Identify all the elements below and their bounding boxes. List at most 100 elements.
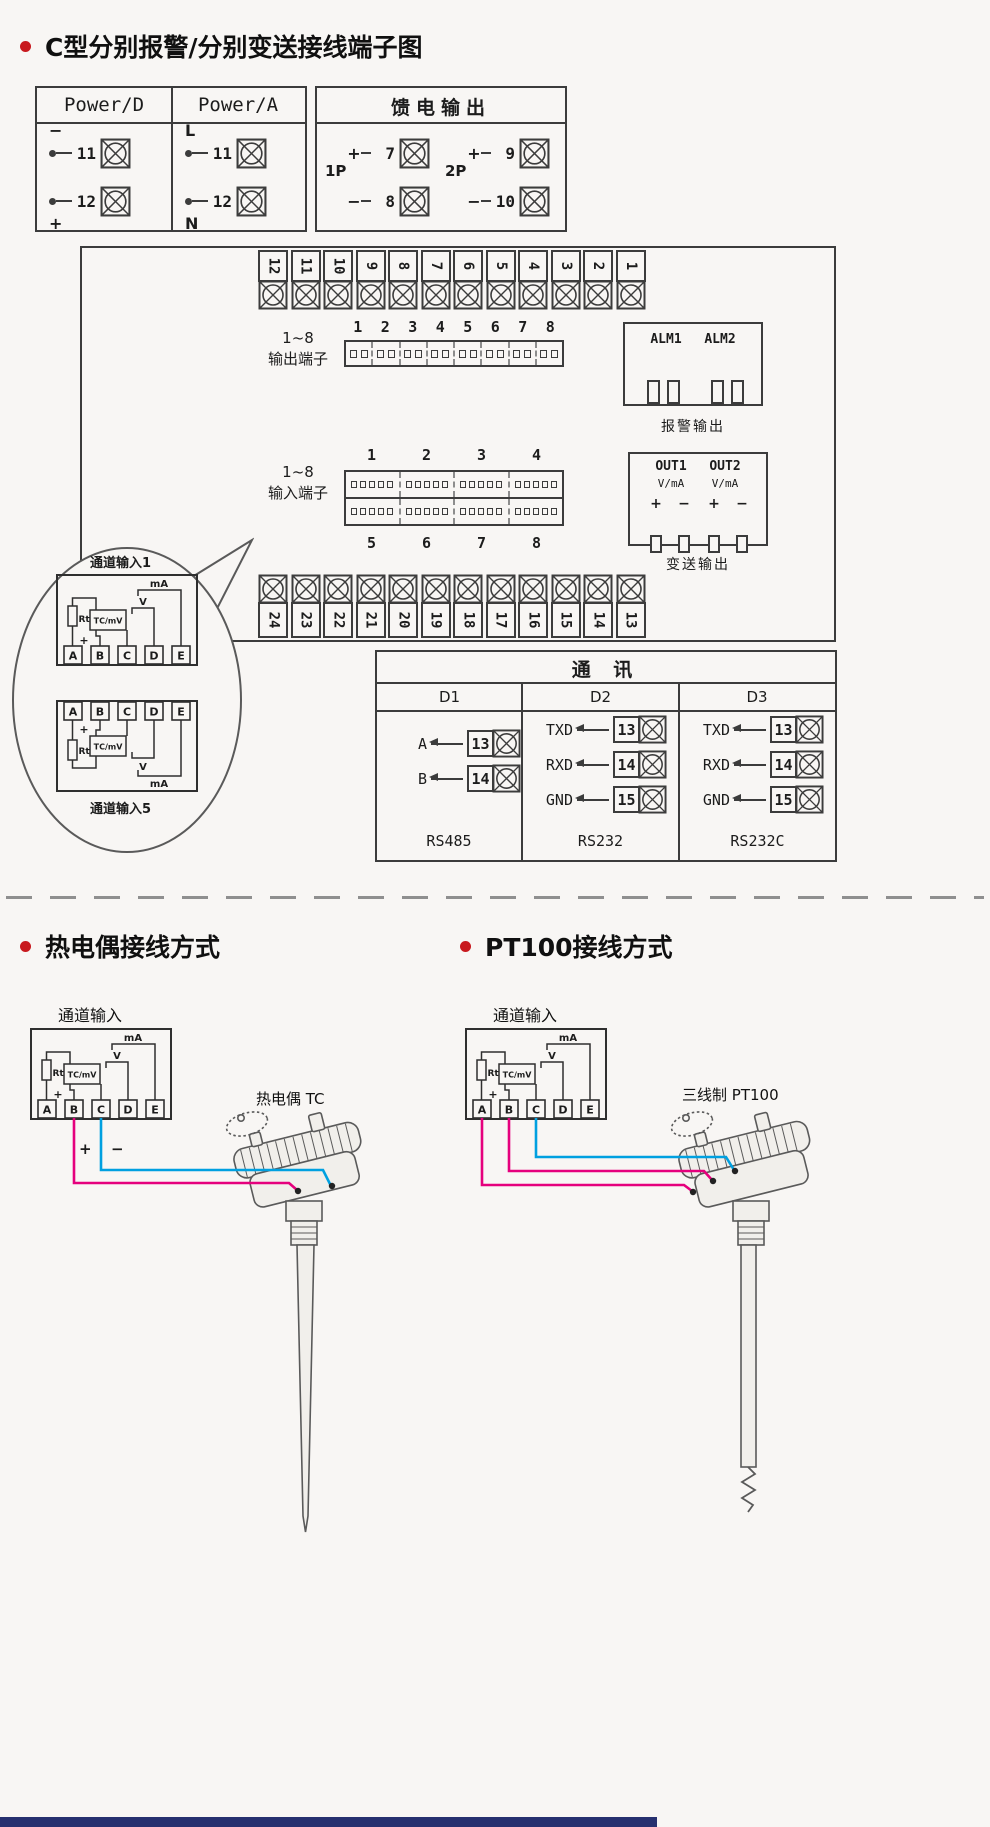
pt-section-title: PT100接线方式: [460, 928, 673, 964]
terminal-number: 14: [770, 751, 797, 778]
wire-line: [361, 152, 371, 154]
terminal-b: B: [70, 1104, 78, 1117]
out1-unit: V/mA: [657, 477, 685, 490]
terminal-e: E: [151, 1104, 159, 1117]
polarity-label: +: [708, 496, 720, 512]
pt-sensor-illustration: [480, 1111, 811, 1513]
input-label-range: 1~8: [282, 463, 314, 481]
terminal-number: 2: [380, 318, 390, 336]
alm2-label: ALM2: [704, 332, 736, 347]
power-a-header: Power/A: [197, 94, 279, 116]
terminal-number: 11: [76, 143, 96, 163]
terminal-b: B: [96, 706, 104, 719]
terminal-number: 9: [505, 143, 515, 163]
channel-input-diagram-flipped: Rt TC/mV + V mA A B C D E: [63, 701, 191, 790]
feed-header: 馈电输出: [390, 97, 491, 119]
channel-input-diagram: Rt TC/mV + V mA A B C D E: [472, 1033, 600, 1119]
terminal-number-box: 2: [583, 250, 614, 282]
input-terminal-group: [455, 472, 510, 497]
out-terminal-box: [708, 535, 720, 553]
plus-label: +: [488, 1088, 497, 1101]
output-terminal-group: [455, 342, 483, 365]
terminal-cell: 20: [386, 574, 421, 638]
screw-terminal-icon: [291, 574, 321, 604]
arrow-left-icon: [732, 724, 766, 732]
ma-label: mA: [124, 1033, 142, 1044]
terminal-a: A: [43, 1104, 52, 1117]
terminal-cell: 11: [289, 250, 324, 310]
terminal-number-box: 20: [388, 602, 419, 638]
screw-terminal-icon: [100, 138, 131, 168]
terminal-d: D: [123, 1104, 132, 1117]
polarity-label: −: [347, 191, 361, 211]
terminal-number: 5: [366, 534, 377, 552]
screw-terminal-icon: [492, 729, 521, 758]
terminal-cell: 9: [354, 250, 389, 310]
terminal-cell: 6: [451, 250, 486, 310]
section1-title-text: C型分别报警/分别变送接线端子图: [45, 33, 423, 62]
comm-row: B 14: [377, 761, 521, 796]
terminal-c: C: [123, 706, 131, 719]
plus-label: +: [79, 723, 88, 736]
screw-terminal-icon: [616, 280, 646, 310]
terminal-c: C: [532, 1104, 540, 1117]
terminal-c: C: [123, 650, 131, 663]
polarity-label: +: [467, 143, 481, 163]
wire-dot: [185, 149, 192, 157]
comm-col-divider-1: [521, 682, 523, 860]
screw-terminal-icon: [388, 574, 418, 604]
terminal-number: 10: [495, 191, 515, 211]
polarity-label: −: [49, 121, 63, 140]
terminal-number: 8: [385, 191, 395, 211]
tc-channel-input-label: 通道输入: [58, 1006, 123, 1025]
terminal-number: 14: [467, 765, 494, 792]
comm-row: TXD 13: [680, 712, 835, 747]
power-a-row-2: N 12: [185, 184, 267, 233]
arrow-left-icon: [575, 759, 609, 767]
red-bullet-icon: [20, 940, 31, 952]
terminal-number-box: 11: [290, 250, 321, 282]
screw-terminal-icon: [258, 574, 288, 604]
feed-row-7: + 7: [347, 136, 430, 170]
rs232c-caption: RS232C: [730, 832, 785, 850]
screw-terminal-icon: [236, 186, 267, 216]
output-terminal-group: [346, 342, 374, 365]
tc-sensor-label: 热电偶 TC: [256, 1090, 325, 1108]
top-terminal-strip: 12 11 10 9 8 7 6 5: [256, 250, 648, 310]
plus-label: +: [53, 1088, 62, 1101]
main-terminal-box: 12 11 10 9 8 7 6 5: [80, 246, 836, 642]
v-label: V: [548, 1051, 556, 1062]
terminal-number-box: 22: [323, 602, 354, 638]
polarity-label: L: [185, 121, 196, 140]
screw-terminal-icon: [551, 574, 581, 604]
comm-row: GND 15: [523, 782, 678, 817]
output-terminal-group: [428, 342, 455, 365]
screw-terminal-icon: [453, 280, 483, 310]
screw-terminal-icon: [638, 750, 667, 779]
terminal-number: 4: [435, 318, 445, 336]
terminal-cell: 14: [581, 574, 616, 638]
rt-label: Rt: [79, 747, 91, 757]
input-terminal-strip: [344, 470, 564, 526]
output-terminal-group: [537, 342, 562, 365]
terminal-number: 6: [421, 534, 432, 552]
output-label-text: 输出端子: [267, 350, 328, 368]
arrow-left-icon: [575, 724, 609, 732]
wire-pink-a: [480, 1118, 693, 1193]
out1-label: OUT1: [655, 459, 687, 474]
screw-terminal-icon: [638, 785, 667, 814]
terminal-b: B: [505, 1104, 513, 1117]
screw-terminal-icon: [236, 138, 267, 168]
output-terminal-strip: [344, 340, 564, 367]
terminal-cell: 15: [549, 574, 584, 638]
power-d-row-2: + 12: [49, 184, 131, 233]
terminal-cell: 23: [289, 574, 324, 638]
output-terminal-group: [401, 342, 428, 365]
pt-sensor-label: 三线制 PT100: [682, 1086, 779, 1104]
wire-pink-b: [507, 1118, 713, 1181]
screw-terminal-icon: [492, 764, 521, 793]
comm-title: 通 讯: [571, 659, 641, 681]
tc-minus-label: −: [111, 1140, 124, 1158]
terminal-cell: 5: [484, 250, 519, 310]
